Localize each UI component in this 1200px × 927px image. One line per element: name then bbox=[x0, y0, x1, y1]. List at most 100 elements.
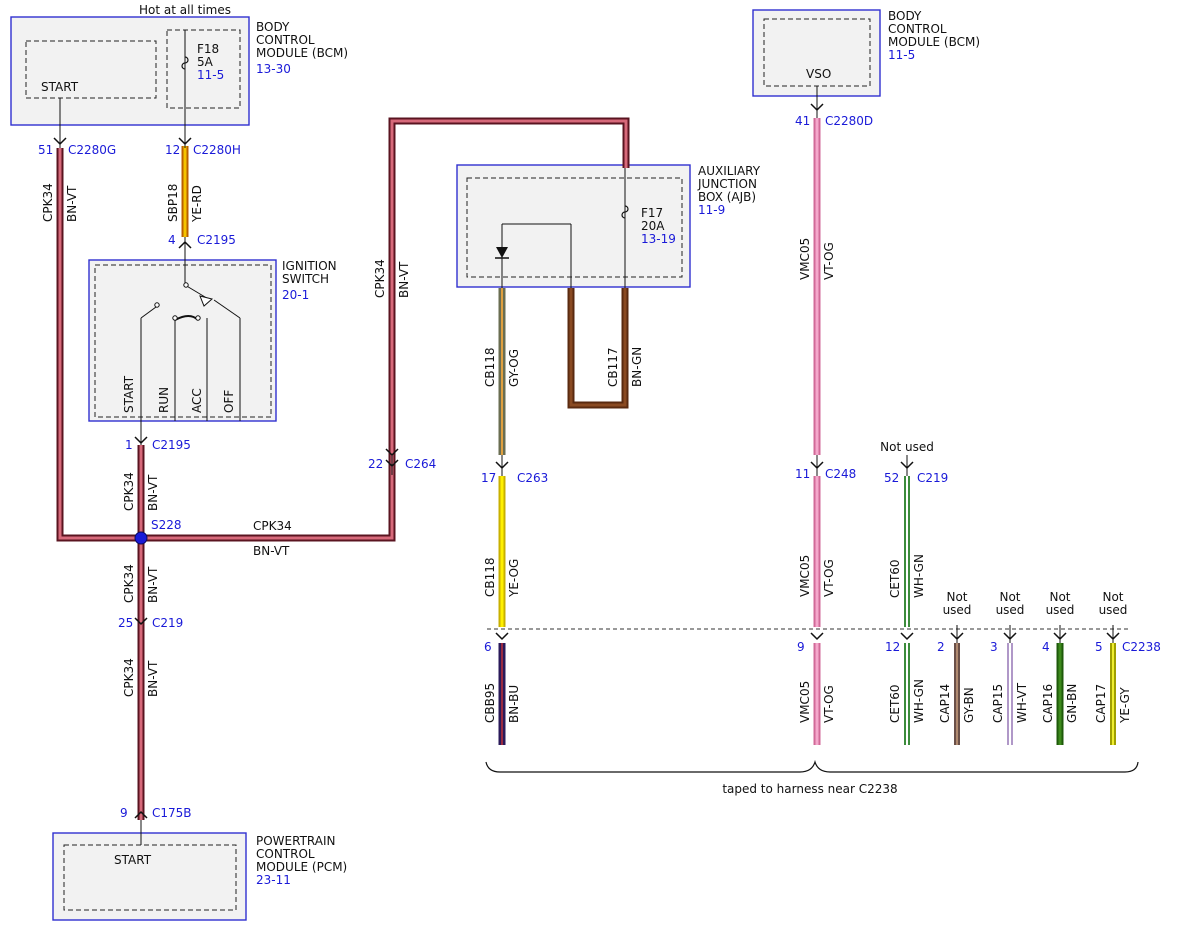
switch-contact-icon bbox=[154, 302, 160, 308]
wire-label-color: YE-RD bbox=[190, 185, 204, 223]
connector-c2195-bottom: C2195 bbox=[152, 438, 191, 452]
ajb-name-2: JUNCTION bbox=[697, 177, 757, 191]
wire-label-circuit: CPK34 bbox=[373, 259, 387, 298]
ajb-ref: 11-9 bbox=[698, 203, 725, 217]
wire-label-color: WH-VT bbox=[1015, 682, 1029, 723]
not-used-line1: Not bbox=[1102, 590, 1123, 604]
wire-label-circuit: VMC05 bbox=[798, 238, 812, 280]
switch-contact-icon bbox=[172, 315, 178, 321]
pcm-module: START POWERTRAIN CONTROL MODULE (PCM) 23… bbox=[52, 832, 347, 921]
chevron-icon bbox=[53, 137, 67, 146]
pin-12: 12 bbox=[165, 143, 180, 157]
connector-c264: C264 bbox=[405, 457, 436, 471]
connector-c2280g: C2280G bbox=[68, 143, 116, 157]
bcm-start-label: START bbox=[41, 80, 79, 94]
wire-label-circuit: CB117 bbox=[606, 347, 620, 387]
wire-label-color: VT-OG bbox=[822, 242, 836, 280]
wire-label-color: WH-GN bbox=[912, 554, 926, 598]
bcm-right-ref: 11-5 bbox=[888, 48, 915, 62]
fuse-f18-rating: 5A bbox=[197, 55, 214, 69]
pcm-name-3: MODULE (PCM) bbox=[256, 860, 347, 874]
chevron-icon bbox=[810, 103, 824, 112]
pin-25: 25 bbox=[118, 616, 133, 630]
wire-label-circuit: VMC05 bbox=[798, 555, 812, 597]
ignition-name-2: SWITCH bbox=[282, 272, 329, 286]
wire-label-circuit: CPK34 bbox=[41, 183, 55, 222]
chevron-icon bbox=[178, 137, 192, 146]
pin-labels: 51 C2280G 12 C2280H 41 C2280D 4 C2195 1 … bbox=[38, 114, 1161, 820]
not-used-labels: Not used Not used Not used Not used bbox=[943, 590, 1128, 617]
bcm-left-name-2: CONTROL bbox=[256, 33, 315, 47]
pin-4-c2238: 4 bbox=[1042, 640, 1050, 654]
not-used-line1: Not bbox=[999, 590, 1020, 604]
diode-icon bbox=[495, 247, 509, 259]
wire-label-circuit: CBB95 bbox=[483, 683, 497, 723]
pcm-name-1: POWERTRAIN bbox=[256, 834, 336, 848]
ignition-pos-acc: ACC bbox=[190, 388, 204, 413]
wire-label-color: BN-VT bbox=[397, 261, 411, 298]
connector-c263: C263 bbox=[517, 471, 548, 485]
wire-cpk34-harness bbox=[56, 117, 630, 820]
chevron-icon bbox=[810, 632, 824, 641]
not-used-line2: used bbox=[1099, 603, 1128, 617]
wire-label-color: VT-OG bbox=[822, 685, 836, 723]
wire-label-circuit: CB118 bbox=[483, 347, 497, 387]
ajb-name-1: AUXILIARY bbox=[698, 164, 761, 178]
switch-contact-icon bbox=[195, 315, 201, 321]
pin-51: 51 bbox=[38, 143, 53, 157]
wire-label-circuit: CET60 bbox=[888, 684, 902, 723]
bcm-left-name-3: MODULE (BCM) bbox=[256, 46, 348, 60]
ignition-switch: IGNITION SWITCH 20-1 START RUN ACC OFF bbox=[88, 259, 337, 422]
not-used-line2: used bbox=[996, 603, 1025, 617]
wire-label-circuit: CPK34 bbox=[122, 564, 136, 603]
chevron-icon bbox=[495, 632, 509, 641]
connector-c219-right: C219 bbox=[917, 471, 948, 485]
bcm-right-name-2: CONTROL bbox=[888, 22, 947, 36]
wire-label-circuit: CAP15 bbox=[991, 684, 1005, 723]
ignition-pos-off: OFF bbox=[222, 390, 236, 413]
pin-5: 5 bbox=[1095, 640, 1103, 654]
ignition-pos-run: RUN bbox=[157, 387, 171, 413]
wire-cb117 bbox=[567, 288, 629, 409]
bcm-left-ref: 13-30 bbox=[256, 62, 291, 76]
fuse-f17-icon bbox=[621, 205, 629, 219]
not-used-c219: Not used bbox=[880, 440, 934, 454]
connector-c219-left: C219 bbox=[152, 616, 183, 630]
wire-label-color: BN-VT bbox=[65, 185, 79, 222]
internal-wiring bbox=[59, 30, 1139, 845]
wire-label-circuit: CAP14 bbox=[938, 684, 952, 723]
wire-label-color: GY-BN bbox=[962, 687, 976, 723]
bcm-right-name-1: BODY bbox=[888, 9, 922, 23]
pin-2: 2 bbox=[937, 640, 945, 654]
wire-label-color: GN-BN bbox=[1065, 684, 1079, 723]
pin-1: 1 bbox=[125, 438, 133, 452]
not-used-line2: used bbox=[1046, 603, 1075, 617]
chevron-icon bbox=[900, 632, 914, 641]
pin-9: 9 bbox=[797, 640, 805, 654]
chevron-icon bbox=[178, 240, 192, 249]
fuse-f18-icon bbox=[181, 56, 189, 70]
connector-c248: C248 bbox=[825, 467, 856, 481]
wire-label-color: BN-VT bbox=[146, 474, 160, 511]
wire-label-color: BN-GN bbox=[630, 347, 644, 387]
ajb-module: F17 20A 13-19 AUXILIARY JUNCTION BOX (AJ… bbox=[456, 164, 761, 288]
connector-stubs bbox=[391, 455, 1114, 643]
connector-c2238: C2238 bbox=[1122, 640, 1161, 654]
wire-label-color: BN-VT bbox=[146, 566, 160, 603]
wire-label-circuit: SBP18 bbox=[166, 184, 180, 222]
harness-brace bbox=[485, 759, 1139, 773]
pin-41: 41 bbox=[795, 114, 810, 128]
pin-52: 52 bbox=[884, 471, 899, 485]
splice-s228 bbox=[134, 531, 148, 545]
wire-label-color: BN-BU bbox=[507, 685, 521, 723]
splice-label: S228 bbox=[151, 518, 182, 532]
bcm-module-right: VSO BODY CONTROL MODULE (BCM) 11-5 bbox=[752, 9, 980, 97]
wire-label-circuit: CPK34 bbox=[122, 472, 136, 511]
pin-22: 22 bbox=[368, 457, 383, 471]
pin-17: 17 bbox=[481, 471, 496, 485]
fuse-f17-id: F17 bbox=[641, 206, 663, 220]
switch-arrow-icon bbox=[199, 295, 214, 307]
wire-label-color: YE-GY bbox=[1118, 687, 1132, 724]
wire-label-color: YE-OG bbox=[507, 559, 521, 598]
